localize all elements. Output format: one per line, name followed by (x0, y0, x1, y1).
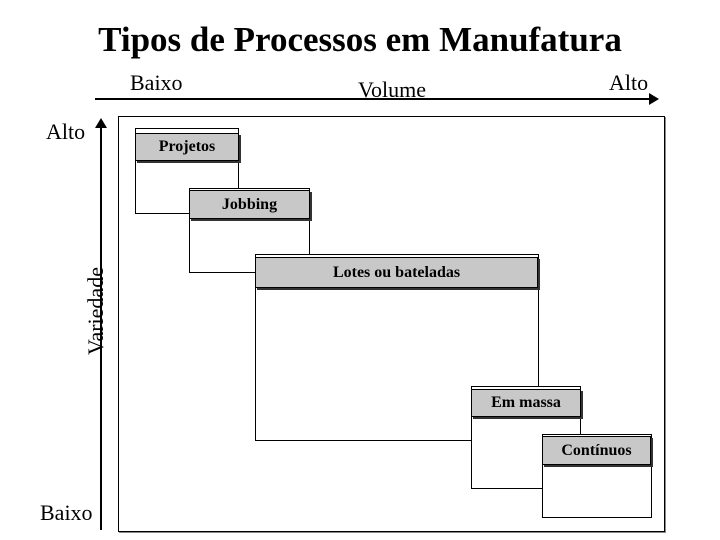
jobbing-label: Jobbing (189, 190, 310, 219)
page-title: Tipos de Processos em Manufatura (98, 20, 622, 59)
variety-axis-arrowhead (95, 118, 107, 128)
volume-low-label: Baixo (130, 70, 183, 95)
volume-axis-arrowhead (649, 93, 659, 105)
volume-axis-line (95, 98, 655, 100)
diagram-frame (118, 116, 665, 532)
variety-high-label: Alto (46, 119, 86, 144)
volume-high-label: Alto (609, 70, 649, 95)
variety-axis-line (100, 122, 102, 530)
projetos-label: Projetos (135, 133, 239, 161)
volume-axis-label: Volume (358, 77, 427, 102)
variety-low-label: Baixo (40, 500, 93, 525)
lotes-label: Lotes ou bateladas (255, 257, 538, 288)
em-massa-label: Em massa (471, 389, 581, 417)
continuos-label: Contínuos (542, 436, 651, 465)
variety-axis-label: Variedade (83, 267, 108, 355)
